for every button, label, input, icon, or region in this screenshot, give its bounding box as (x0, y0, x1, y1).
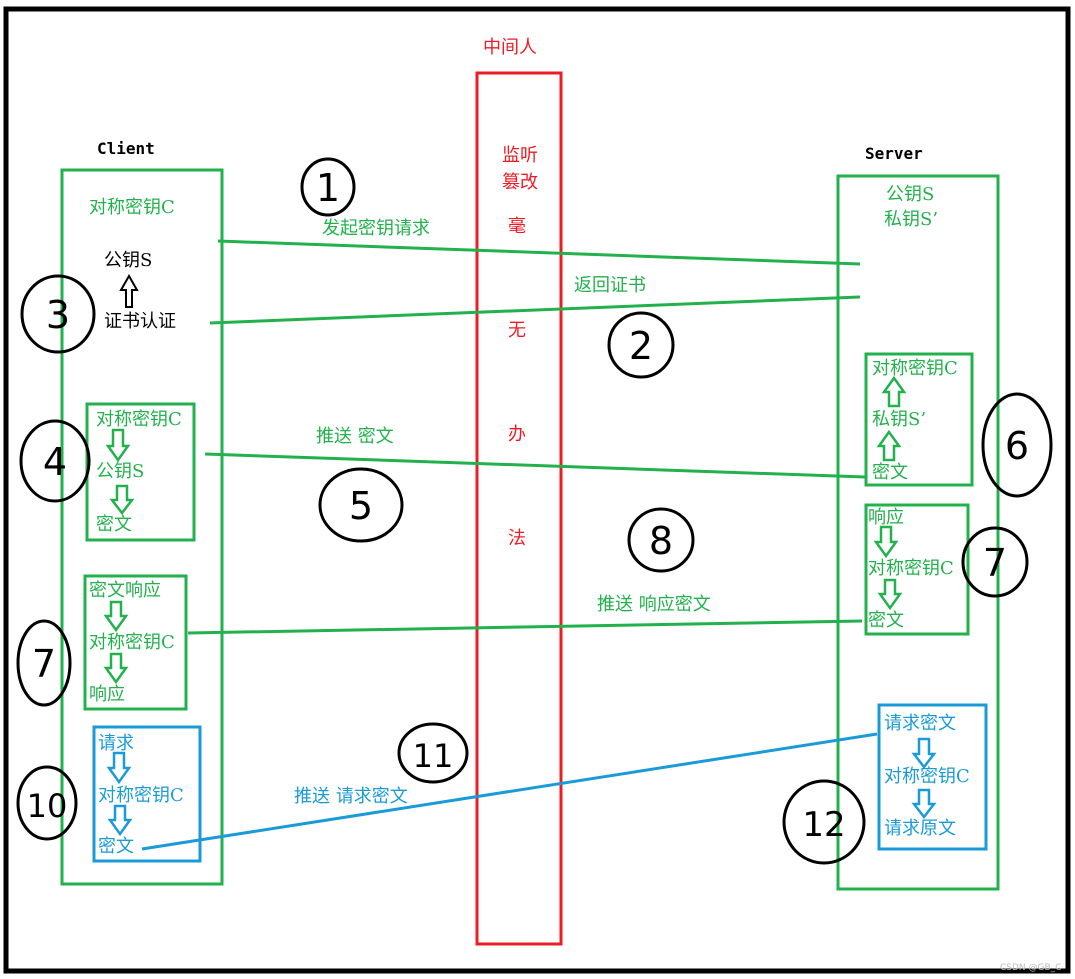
step-circle (300, 157, 356, 217)
step-number: 1 (316, 166, 340, 210)
step-circle (981, 392, 1053, 498)
line-step11 (141, 732, 878, 851)
client-cert-verify: 证书认证 (104, 311, 176, 332)
down-arrow-icon (103, 652, 129, 685)
step-numbers: 1 2 3 4 5 6 7 7 8 10 11 12 (27, 166, 1029, 845)
server-column (836, 174, 1000, 891)
down-arrow-icon (107, 804, 133, 837)
step-circle (607, 311, 675, 379)
server-box-step6 (864, 352, 974, 487)
arrow-label-step1: 发起密钥请求 (322, 218, 430, 239)
server-box6-text: 密文 (872, 462, 908, 483)
step-number: 7 (983, 541, 1007, 585)
step-number: 6 (1005, 424, 1029, 468)
server-box7-text: 对称密钥C (868, 558, 954, 579)
step-circles (16, 157, 1053, 865)
up-arrow-icon (119, 273, 139, 308)
mitm-text: 无 (508, 320, 526, 341)
step-number: 2 (629, 324, 653, 368)
up-arrow-icon (881, 375, 907, 408)
step-circle (16, 765, 78, 841)
step-circle (782, 779, 866, 865)
line-step5 (204, 452, 866, 479)
arrow-label-step8: 推送 响应密文 (597, 594, 711, 615)
mitm-text: 法 (508, 528, 526, 549)
line-step8 (187, 619, 863, 635)
mitm-text: 办 (508, 424, 526, 445)
server-box7-text: 响应 (868, 507, 904, 528)
server-box12-text: 请求原文 (884, 818, 956, 839)
step-number: 10 (27, 787, 68, 825)
step-number: 7 (32, 642, 56, 686)
down-arrow-icon (911, 737, 937, 770)
server-box7-text: 密文 (868, 610, 904, 631)
line-step2 (209, 295, 861, 325)
server-box-step12 (877, 703, 988, 851)
client-box7-text: 响应 (89, 684, 125, 705)
arrow-label-step5: 推送 密文 (316, 426, 394, 447)
client-box4-text: 对称密钥C (96, 409, 182, 430)
down-arrow-icon (106, 751, 132, 785)
step-number: 8 (649, 519, 673, 563)
client-box10-text: 密文 (98, 836, 134, 857)
client-key-c: 对称密钥C (89, 197, 175, 218)
server-box6-text: 对称密钥C (872, 358, 958, 379)
up-arrow-icon (876, 429, 902, 462)
arrow-label-step11: 推送 请求密文 (294, 786, 408, 807)
client-box-step7 (83, 574, 188, 711)
step-circle (961, 526, 1029, 598)
server-box6-text: 私钥S’ (872, 409, 927, 430)
mitm-column (475, 71, 563, 946)
mitm-label: 中间人 (483, 37, 537, 58)
down-arrow-icon (105, 428, 131, 463)
watermark: CSDN @GB_C (1000, 963, 1062, 973)
client-box7-text: 对称密钥C (89, 632, 175, 653)
mitm-text: 毫 (508, 216, 526, 237)
server-label: Server (865, 144, 923, 163)
client-pubkey-s: 公钥S (104, 250, 153, 271)
green-down-arrows (103, 428, 903, 685)
arrow-label-step2: 返回证书 (574, 275, 646, 296)
step-number: 12 (802, 805, 845, 845)
step-number: 3 (46, 293, 70, 337)
down-arrow-icon (109, 484, 135, 516)
client-box-step10 (92, 725, 202, 863)
step-number: 11 (413, 737, 454, 775)
down-arrow-icon (877, 578, 903, 611)
server-privkey-s: 私钥S’ (884, 209, 939, 230)
server-box-step7 (864, 503, 970, 636)
step-number: 5 (349, 484, 373, 528)
client-column (60, 168, 224, 886)
step-circle (627, 507, 695, 573)
down-arrow-icon (103, 600, 129, 633)
step-circle (397, 722, 469, 784)
step-circle (318, 467, 404, 543)
client-box7-text: 密文响应 (89, 580, 161, 601)
mitm-text: 监听 (502, 145, 538, 166)
green-up-arrows (876, 375, 907, 462)
step-circle (19, 419, 91, 503)
server-box12-text: 对称密钥C (884, 766, 970, 787)
step-circle (20, 274, 96, 354)
client-box10-text: 对称密钥C (98, 785, 184, 806)
server-box12-text: 请求密文 (884, 713, 956, 734)
blue-down-arrows (106, 737, 937, 837)
step-circle (16, 619, 72, 707)
line-step1 (217, 239, 861, 266)
down-arrow-icon (911, 788, 937, 820)
client-box4-text: 密文 (96, 514, 132, 535)
client-box10-text: 请求 (98, 733, 134, 754)
client-box4-text: 公钥S (96, 461, 145, 482)
outer-frame (3, 6, 1071, 974)
server-pubkey-s: 公钥S (886, 184, 935, 205)
down-arrow-icon (873, 525, 899, 559)
client-label: Client (97, 139, 155, 158)
mitm-text: 篡改 (502, 172, 538, 193)
step-number: 4 (43, 440, 67, 484)
